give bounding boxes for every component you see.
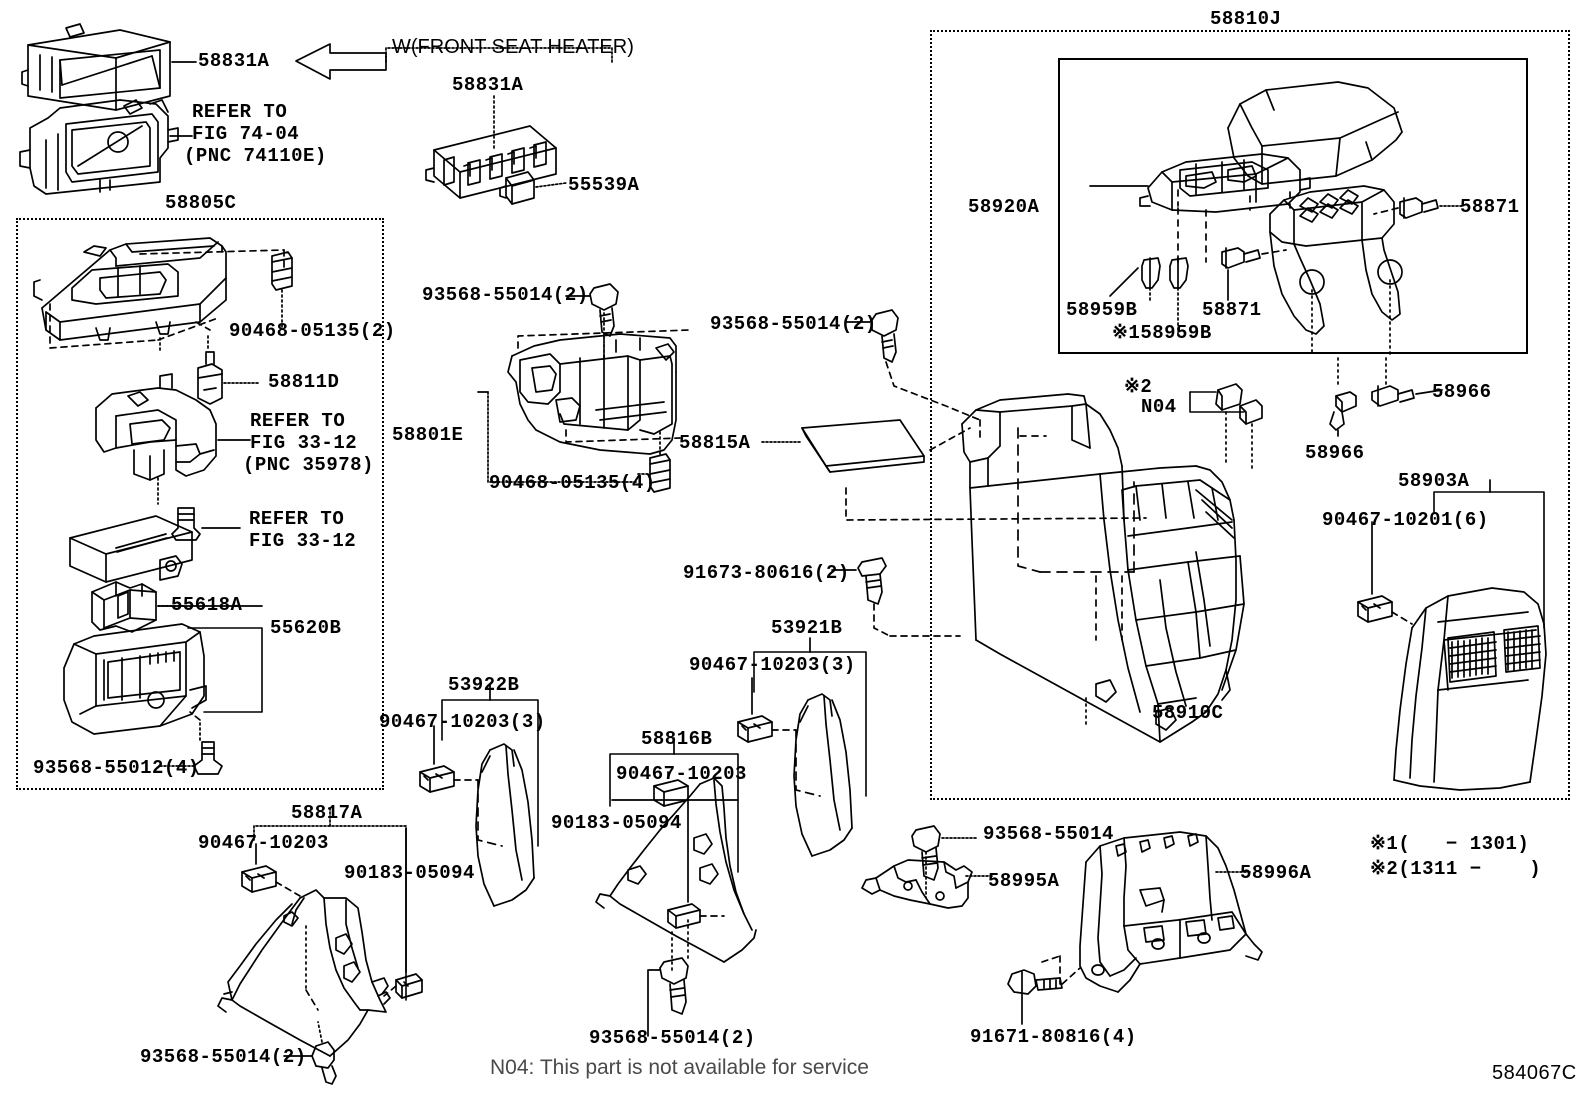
part-90467-10203-clip-a [241,865,277,893]
callout-90467-10203-3-r: 90467-10203(3) [689,654,856,676]
callout-N04: N04 [1141,396,1177,418]
callout-90468-05135-2: 90468-05135(2) [229,320,396,342]
callout-93568-55014-2-bc: 93568-55014(2) [589,1027,756,1049]
callout-90183-05094-a: 90183-05094 [344,862,475,884]
callout-91673-80616-2: 91673-80616(2) [683,562,850,584]
callout-93568-55014-2-bl: 93568-55014(2) [140,1046,307,1068]
part-58996A-bracket [1079,831,1263,993]
part-91673-80616-bolt [857,557,887,605]
part-58817A-trim-panel [217,889,391,1057]
variant-arrow-label: W(FRONT SEAT HEATER) [392,36,634,58]
callout-58959B-star1: ※158959B [1112,322,1212,344]
callout-93568-55014-2-top: 93568-55014(2) [422,284,589,306]
callout-58811D: 58811D [268,371,340,393]
part-93568-55014-screw-bc [659,957,689,1015]
callout-58805C: 58805C [165,192,237,214]
part-90467-10203-clip-b [737,715,773,743]
part-58815A-mat [801,419,925,473]
part-58831A-heater-switch [425,125,557,199]
group-box-58805C [16,218,384,790]
ref-fig7404-line1: REFER TO [192,101,288,123]
callout-90467-10201-6: 90467-10201(6) [1322,509,1489,531]
part-90183-05094-clip-d [667,903,701,929]
part-93568-55014-screw-br [911,825,941,881]
part-58831A-tray [21,23,171,111]
figure-code: 584067C [1492,1062,1577,1084]
ref-fig3312a-line2: FIG 33-12 [250,432,358,454]
ref-fig3312a-line1: REFER TO [250,410,346,432]
callout-star2: ※2 [1124,376,1153,398]
part-53922B-trim [475,743,535,907]
callout-90467-10203-3-l: 90467-10203(3) [379,711,546,733]
callout-90467-10203-c: 90467-10203 [616,763,747,785]
callout-90467-10203-a: 90467-10203 [198,832,329,854]
callout-58996A: 58996A [1240,862,1312,884]
part-fig7404-bracket [19,99,179,195]
callout-58817A: 58817A [291,802,363,824]
ref-fig3312a-line3: (PNC 35978) [243,454,374,476]
part-55539A-clip [499,171,535,205]
callout-93568-55012-4: 93568-55012(4) [33,757,200,779]
callout-90468-05135-4: 90468-05135(4) [489,472,656,494]
callout-55539A: 55539A [568,174,640,196]
note-n04: N04: This part is not available for serv… [490,1056,869,1079]
callout-58966-upper: 58966 [1432,381,1492,403]
part-58816B-bracket [595,777,757,963]
ref-fig7404-line3: (PNC 74110E) [184,145,327,167]
callout-58995A: 58995A [988,870,1060,892]
callout-58816B: 58816B [641,728,713,750]
part-53921B-trim [793,693,853,857]
callout-58903A: 58903A [1398,470,1470,492]
callout-55620B: 55620B [270,617,342,639]
callout-53922B: 53922B [448,674,520,696]
callout-91671-80816-4: 91671-80816(4) [970,1026,1137,1048]
part-58995A-bracket [861,859,973,909]
part-93568-55014-screw-bl [311,1041,337,1085]
callout-55618A: 55618A [171,594,243,616]
callout-53921B: 53921B [771,617,843,639]
callout-58966-lower: 58966 [1305,442,1365,464]
ref-fig7404-line2: FIG 74-04 [192,123,300,145]
callout-58801E: 58801E [392,424,464,446]
callout-58959B: 58959B [1066,299,1138,321]
callout-58871-lower: 58871 [1202,299,1262,321]
callout-58810J: 58810J [1210,8,1282,30]
variant-arrow [295,43,387,80]
footnote-1: ※1( − 1301) [1370,833,1530,855]
callout-58920A: 58920A [968,196,1040,218]
callout-58871-right: 58871 [1460,196,1520,218]
footnote-2: ※2(1311 − ) [1370,858,1542,880]
callout-58910C: 58910C [1152,702,1224,724]
ref-fig3312b-line2: FIG 33-12 [249,530,357,552]
part-91671-80816-bolt [1007,969,1063,995]
part-58801E-bracket [507,333,677,455]
part-90467-10203-clip-c [419,765,455,793]
callout-93568-55014-br: 93568-55014 [983,823,1114,845]
callout-90183-05094-c: 90183-05094 [551,812,682,834]
group-box-58920A [1058,58,1528,354]
part-93568-55014-screw-top [589,283,619,337]
callout-58815A: 58815A [679,432,751,454]
callout-93568-55014-2-mid: 93568-55014(2) [710,313,877,335]
ref-fig3312b-line1: REFER TO [249,508,345,530]
part-90183-05094-clip-a [395,973,423,999]
callout-58831A-tray: 58831A [198,50,270,72]
callout-58831A-heater: 58831A [452,74,524,96]
